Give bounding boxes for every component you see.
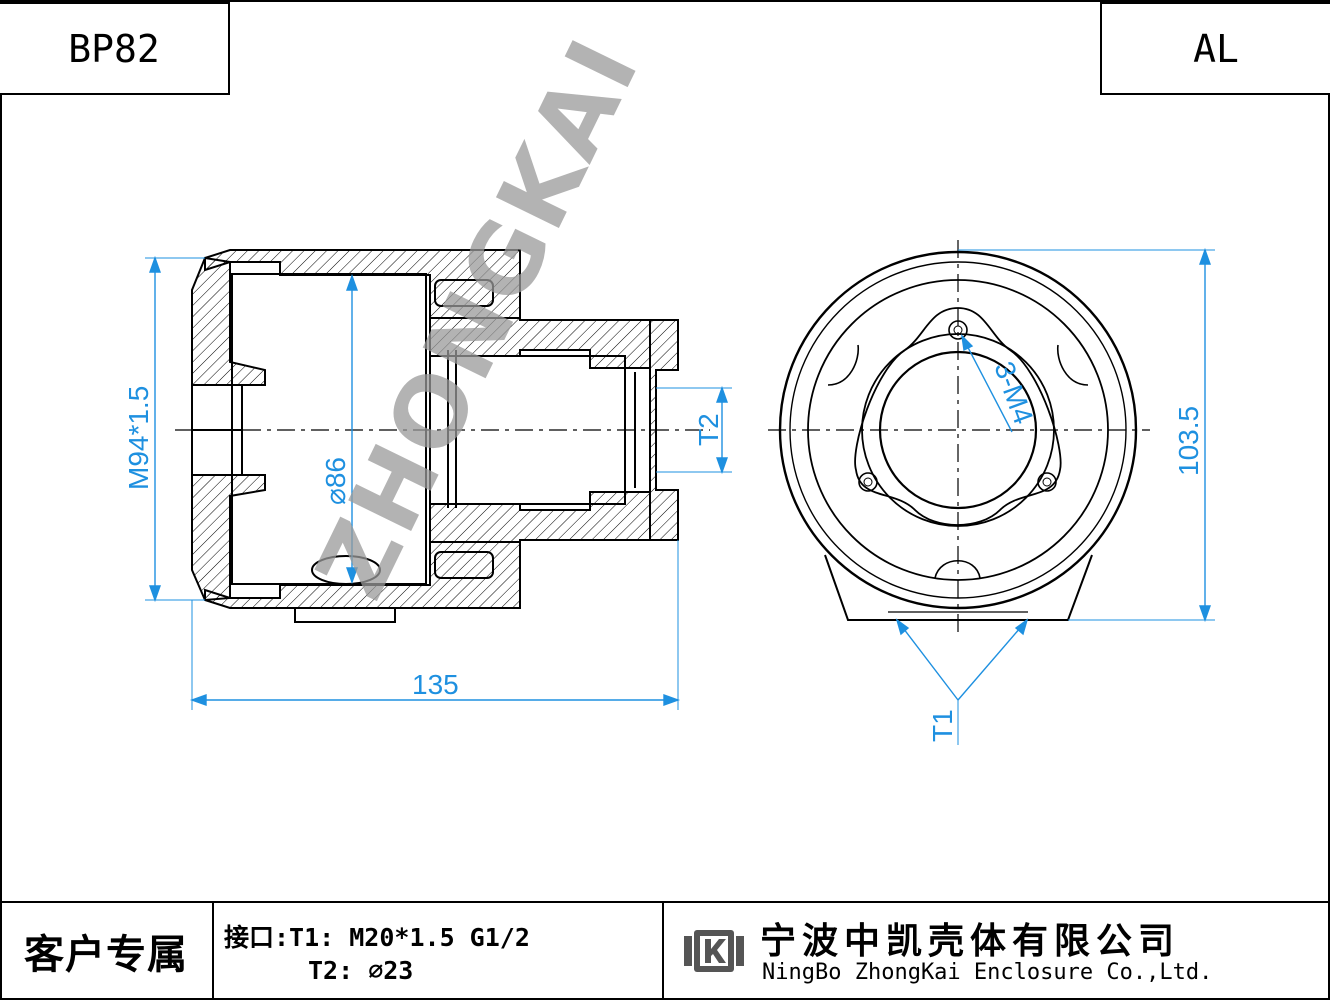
dim-inner-diameter: ⌀86: [320, 457, 351, 505]
company-name-chinese: 宁波中凯壳体有限公司: [760, 921, 1181, 962]
customer-label-text: 客户专属: [24, 932, 188, 978]
dimension-lines: [145, 247, 1215, 745]
dim-port-t1: T1: [927, 709, 958, 742]
company-cell: 宁波中凯壳体有限公司 NingBo ZhongKai Enclosure Co.…: [664, 902, 1330, 1000]
material-code: AL: [1193, 26, 1239, 71]
dim-port-t2: T2: [693, 413, 724, 446]
company-logo-icon: [684, 930, 744, 972]
dim-height: 103.5: [1173, 406, 1204, 476]
customer-exclusive-label: 客户专属: [0, 902, 212, 1000]
company-name-english: NingBo ZhongKai Enclosure Co.,Ltd.: [762, 960, 1213, 985]
model-number-box: BP82: [0, 2, 230, 95]
title-block: 客户专属 接口:T1: M20*1.5 G1/2 T2: ⌀23 宁波中凯壳体有…: [0, 902, 1330, 1000]
dim-thread: M94*1.5: [123, 386, 154, 490]
material-box: AL: [1100, 2, 1330, 95]
section-view: [175, 249, 710, 623]
end-view: [768, 240, 1150, 632]
port-spec-line-2: T2: ⌀23: [308, 956, 414, 985]
model-number: BP82: [68, 26, 160, 71]
dim-length: 135: [412, 669, 459, 700]
port-spec-cell: 接口:T1: M20*1.5 G1/2 T2: ⌀23: [214, 902, 662, 1000]
port-spec-line-1: 接口:T1: M20*1.5 G1/2: [224, 923, 530, 952]
